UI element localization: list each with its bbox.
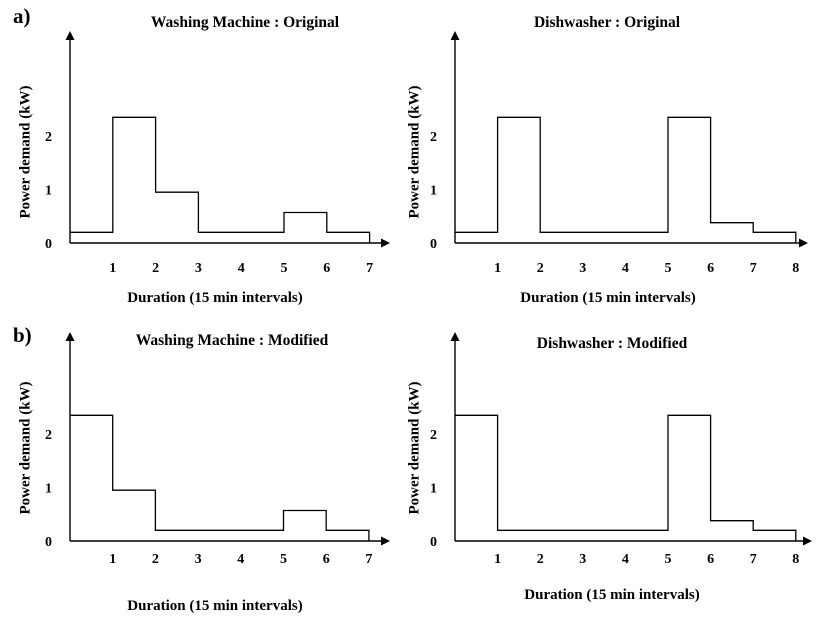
y-tick-label: 2 — [430, 130, 437, 145]
y-tick-label: 1 — [430, 184, 437, 199]
x-tick-label: 4 — [622, 261, 629, 276]
chart-2: 1 2 3 4 5 6 7 8 0 1 2 Dishwasher : OriginalDuration… — [406, 14, 808, 306]
x-tick-label: 3 — [195, 261, 202, 276]
y-tick-label: 0 — [430, 237, 437, 252]
y-axis-title: Power demand (kW) — [406, 381, 422, 514]
chart-1: 1 2 3 4 5 6 7 0 1 2 Washing Machine : OriginalDura… — [17, 14, 390, 306]
chart-title: Washing Machine : Original — [151, 14, 340, 31]
chart-title: Dishwasher : Modified — [537, 335, 688, 352]
x-tick-label: 3 — [579, 261, 586, 276]
x-tick-label: 1 — [109, 261, 116, 276]
x-axis-title: Duration (15 min intervals) — [127, 290, 302, 306]
x-tick-label: 4 — [622, 552, 629, 567]
x-tick-label: 4 — [237, 552, 244, 567]
power-step-line — [70, 116, 371, 243]
x-tick-label: 5 — [665, 261, 672, 276]
x-tick-label: 7 — [750, 261, 757, 276]
y-axis-title: Power demand (kW) — [406, 85, 422, 218]
y-tick-label: 1 — [45, 184, 52, 199]
x-tick-label: 6 — [707, 261, 714, 276]
y-tick-label: 2 — [45, 130, 52, 145]
panel-label-b: b) — [13, 323, 32, 347]
x-tick-label: 2 — [152, 261, 159, 276]
x-tick-label: 1 — [494, 552, 501, 567]
x-tick-label: 8 — [792, 261, 799, 276]
x-tick-label: 6 — [707, 552, 714, 567]
chart-title: Dishwasher : Original — [534, 14, 681, 31]
y-axis-title: Power demand (kW) — [17, 381, 33, 514]
power-step-line — [70, 414, 370, 541]
y-tick-label: 2 — [430, 428, 437, 443]
y-tick-label: 1 — [45, 482, 52, 497]
power-step-line — [455, 414, 797, 541]
x-tick-label: 5 — [665, 552, 672, 567]
x-tick-label: 3 — [579, 552, 586, 567]
y-tick-label: 2 — [45, 428, 52, 443]
x-tick-label: 5 — [281, 261, 288, 276]
panel-label-a: a) — [13, 4, 31, 28]
x-tick-label: 7 — [366, 261, 373, 276]
chart-title: Washing Machine : Modified — [136, 332, 329, 349]
x-tick-label: 5 — [280, 552, 287, 567]
chart-3: 1 2 3 4 5 6 7 0 1 2 Washing Machine : ModifiedDura… — [17, 332, 390, 614]
y-tick-label: 0 — [45, 237, 52, 252]
x-axis-title: Duration (15 min intervals) — [520, 290, 695, 306]
x-axis-title: Duration (15 min intervals) — [524, 587, 699, 603]
y-tick-label: 0 — [430, 535, 437, 550]
x-tick-label: 7 — [750, 552, 757, 567]
x-tick-label: 2 — [537, 552, 544, 567]
x-tick-label: 4 — [238, 261, 245, 276]
x-tick-label: 2 — [152, 552, 159, 567]
x-tick-label: 6 — [323, 552, 330, 567]
x-tick-label: 6 — [323, 261, 330, 276]
x-axis-title: Duration (15 min intervals) — [127, 598, 302, 614]
power-step-line — [455, 116, 797, 243]
y-tick-label: 0 — [45, 535, 52, 550]
y-tick-label: 1 — [430, 482, 437, 497]
x-tick-label: 3 — [195, 552, 202, 567]
y-axis-title: Power demand (kW) — [17, 85, 33, 218]
x-tick-label: 1 — [494, 261, 501, 276]
chart-4: 1 2 3 4 5 6 7 8 0 1 2 Dishwasher : ModifiedDuration… — [406, 332, 812, 603]
x-tick-label: 2 — [537, 261, 544, 276]
x-tick-label: 1 — [109, 552, 116, 567]
x-tick-label: 8 — [792, 552, 799, 567]
x-tick-label: 7 — [365, 552, 372, 567]
